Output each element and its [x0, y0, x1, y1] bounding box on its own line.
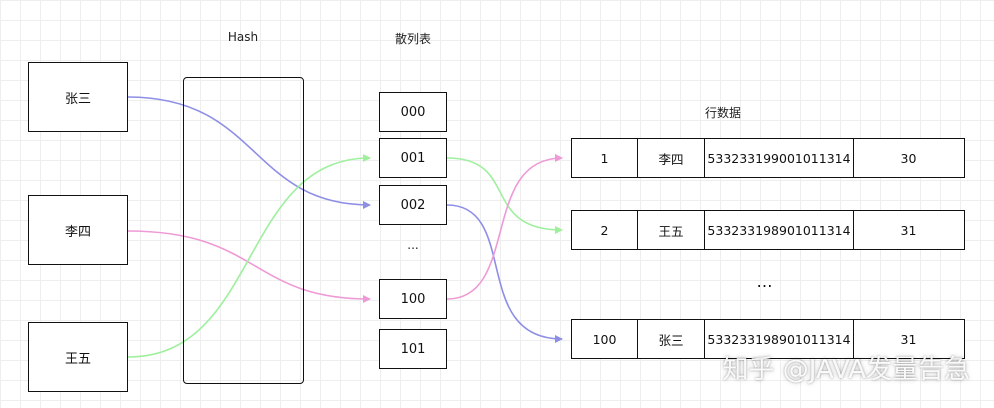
record-idcard: 533233198901011314 [705, 211, 854, 249]
record-name: 王五 [638, 211, 705, 249]
bucket-002: 002 [379, 185, 447, 225]
arrow-002-to-row100 [446, 204, 563, 343]
arrow-001-to-row2 [446, 157, 563, 234]
key-node-label: 王五 [64, 351, 91, 367]
record-idcard: 533233198901011314 [705, 320, 854, 358]
key-node-zhangsan: 张三 [28, 62, 128, 132]
arrow-wangwu-to-001 [127, 154, 371, 358]
records-ellipsis: … [756, 272, 774, 291]
bucket-001: 001 [379, 138, 447, 178]
key-node-lisi: 李四 [28, 195, 128, 265]
arrow-lisi-to-100 [127, 230, 371, 303]
bucket-label: 001 [400, 150, 426, 166]
key-node-label: 张三 [64, 91, 91, 107]
record-age: 30 [900, 150, 917, 166]
arrow-100-to-row1 [446, 154, 563, 300]
hash-table-label: 散列表 [394, 32, 432, 46]
bucket-000: 000 [379, 92, 447, 132]
record-age: 31 [900, 222, 917, 238]
bucket-100: 100 [379, 279, 447, 319]
record-row-100: 100 张三 533233198901011314 31 [571, 319, 965, 359]
record-row-1: 1 李四 533233199001011314 30 [571, 138, 965, 178]
record-id: 1 [572, 139, 638, 177]
record-name: 李四 [638, 139, 705, 177]
bucket-101: 101 [379, 329, 447, 369]
key-node-label: 李四 [64, 224, 91, 240]
zhihu-watermark: 知乎 @JAVA发量告急 [722, 355, 970, 385]
record-idcard: 533233199001011314 [705, 139, 854, 177]
bucket-label: 000 [400, 104, 426, 120]
bucket-label: 101 [400, 341, 426, 357]
hash-function-block [183, 77, 304, 384]
record-age: 31 [900, 331, 917, 347]
record-id: 2 [572, 211, 638, 249]
bucket-label: 100 [400, 291, 426, 307]
row-data-label: 行数据 [704, 106, 742, 120]
bucket-label: 002 [400, 197, 426, 213]
bucket-ellipsis: ... [407, 238, 419, 252]
arrow-zhangsan-to-002 [127, 96, 371, 209]
hash-label: Hash [227, 30, 259, 44]
record-name: 张三 [638, 320, 705, 358]
record-id: 100 [572, 320, 638, 358]
record-row-2: 2 王五 533233198901011314 31 [571, 210, 965, 250]
key-node-wangwu: 王五 [28, 322, 128, 392]
